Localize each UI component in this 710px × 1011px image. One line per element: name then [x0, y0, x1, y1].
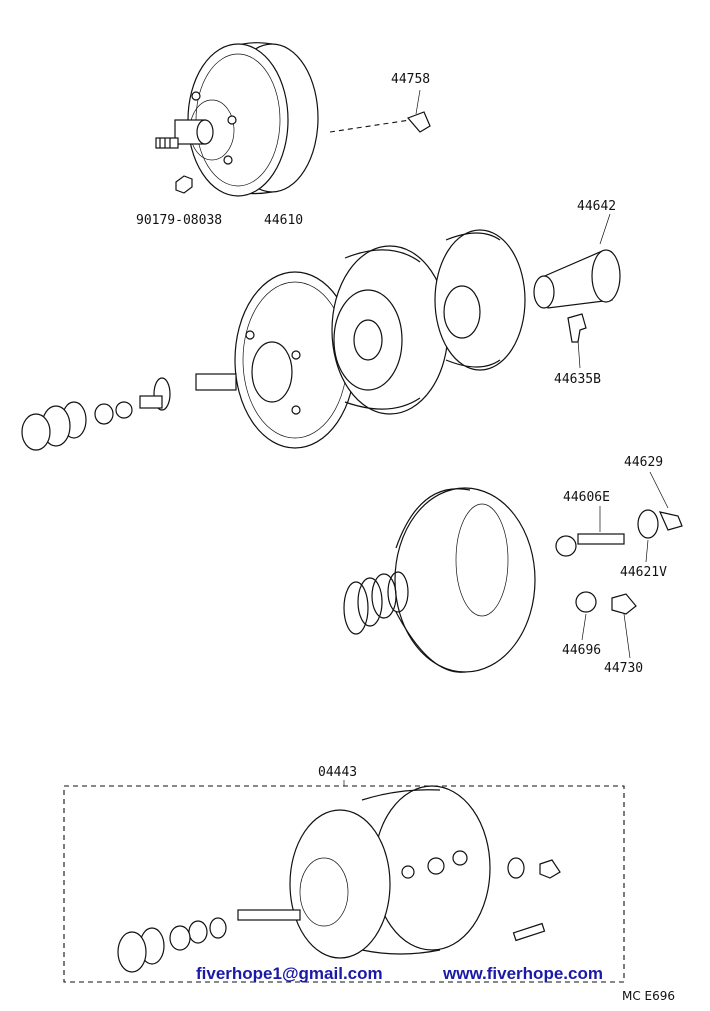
bracket-44758: [329, 111, 431, 133]
part-label-44635B: 44635B: [554, 372, 601, 387]
part-label-44758: 44758: [391, 72, 430, 87]
booster-assembly-44610: [155, 42, 319, 197]
booster-front-shell: [234, 271, 356, 449]
part-label-04443: 04443: [318, 765, 357, 780]
watermark-email: fiverhope1@gmail.com: [196, 964, 383, 983]
boot-44642: [533, 249, 621, 309]
part-label-44696: 44696: [562, 643, 601, 658]
part-label-44606E: 44606E: [563, 490, 610, 505]
kit-valve-parts: [507, 857, 561, 942]
return-spring: [343, 571, 409, 635]
kit-pushrod: [117, 909, 301, 973]
check-valve-parts: [555, 509, 683, 615]
part-label-90179-08038: 90179-08038: [136, 213, 222, 228]
part-label-44621V: 44621V: [620, 565, 667, 580]
watermark-website: www.fiverhope.com: [442, 964, 603, 983]
kit-booster-assembly: [289, 785, 491, 959]
diaphragm-plate: [331, 245, 449, 415]
part-label-44642: 44642: [577, 199, 616, 214]
booster-housing: [394, 487, 536, 673]
clip-44635B: [567, 313, 587, 343]
seal-stack: [21, 401, 87, 451]
part-label-44730: 44730: [604, 661, 643, 676]
diagram-code: MC E696: [622, 989, 675, 1003]
part-label-44610: 44610: [264, 213, 303, 228]
part-label-44629: 44629: [624, 455, 663, 470]
pushrod-assembly: [94, 373, 237, 425]
nut-90179-08038: [175, 175, 193, 194]
booster-rear-shell: [434, 229, 526, 371]
